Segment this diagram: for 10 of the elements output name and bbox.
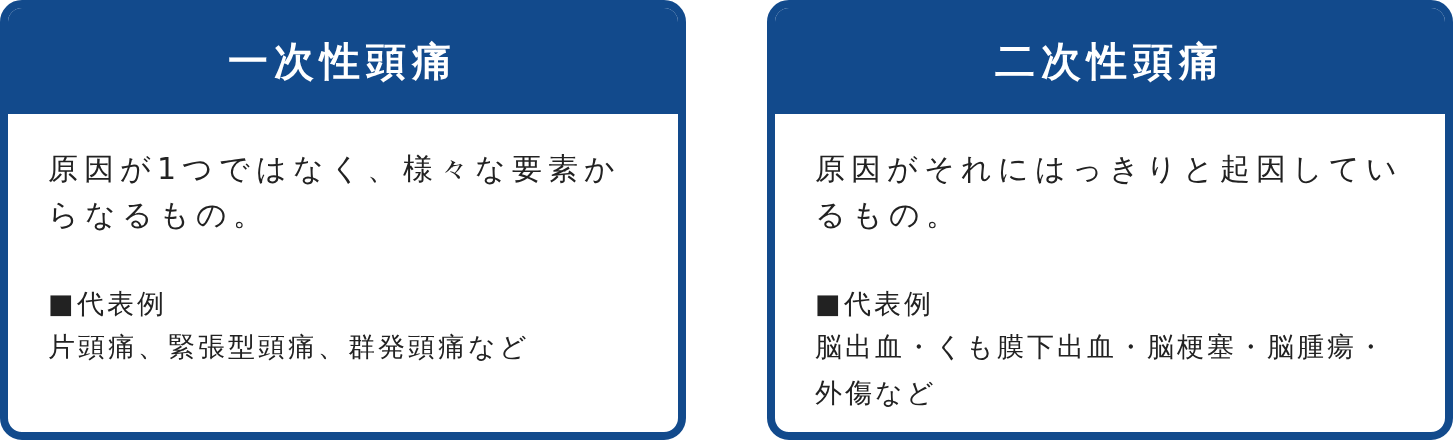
description-text: 原因が1つではなく、様々な要素からなるもの。 xyxy=(48,150,623,234)
card-title: 二次性頭痛 xyxy=(775,8,1445,114)
section-heading: ■代表例 xyxy=(815,287,935,321)
category-card xyxy=(767,0,1453,440)
example-text: 片頭痛、緊張型頭痛、群発頭痛など xyxy=(48,330,531,364)
description-text: 原因がそれにはっきりと起因しているもの。 xyxy=(815,150,1404,234)
card-title: 一次性頭痛 xyxy=(8,8,678,114)
section-heading: ■代表例 xyxy=(48,287,168,321)
category-card xyxy=(0,0,686,440)
example-text: 脳出血・くも膜下出血・脳梗塞・脳腫瘍・外傷など xyxy=(815,330,1388,410)
